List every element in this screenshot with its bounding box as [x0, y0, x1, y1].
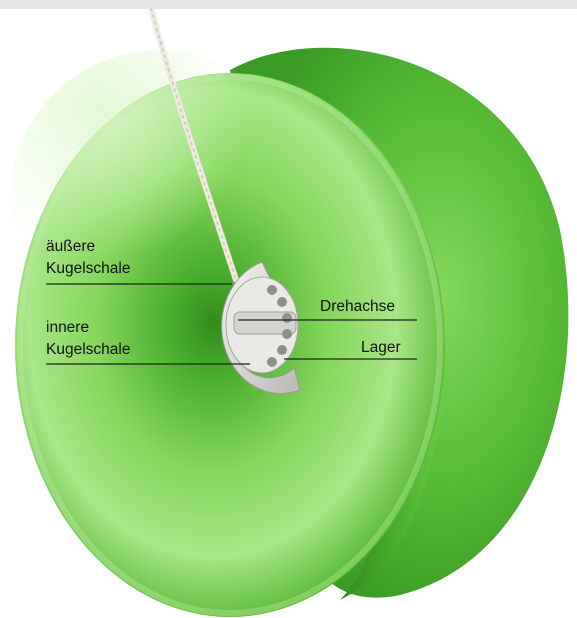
label-inner-shell-line2: Kugelschale	[46, 339, 130, 361]
label-inner-shell: innere Kugelschale	[46, 317, 130, 361]
label-outer-shell-line2: Kugelschale	[46, 258, 130, 280]
label-outer-shell-line1: äußere	[46, 236, 130, 258]
label-bearing: Lager	[361, 337, 401, 359]
label-inner-shell-line1: innere	[46, 317, 130, 339]
label-outer-shell: äußere Kugelschale	[46, 236, 130, 280]
label-axis: Drehachse	[320, 296, 395, 318]
